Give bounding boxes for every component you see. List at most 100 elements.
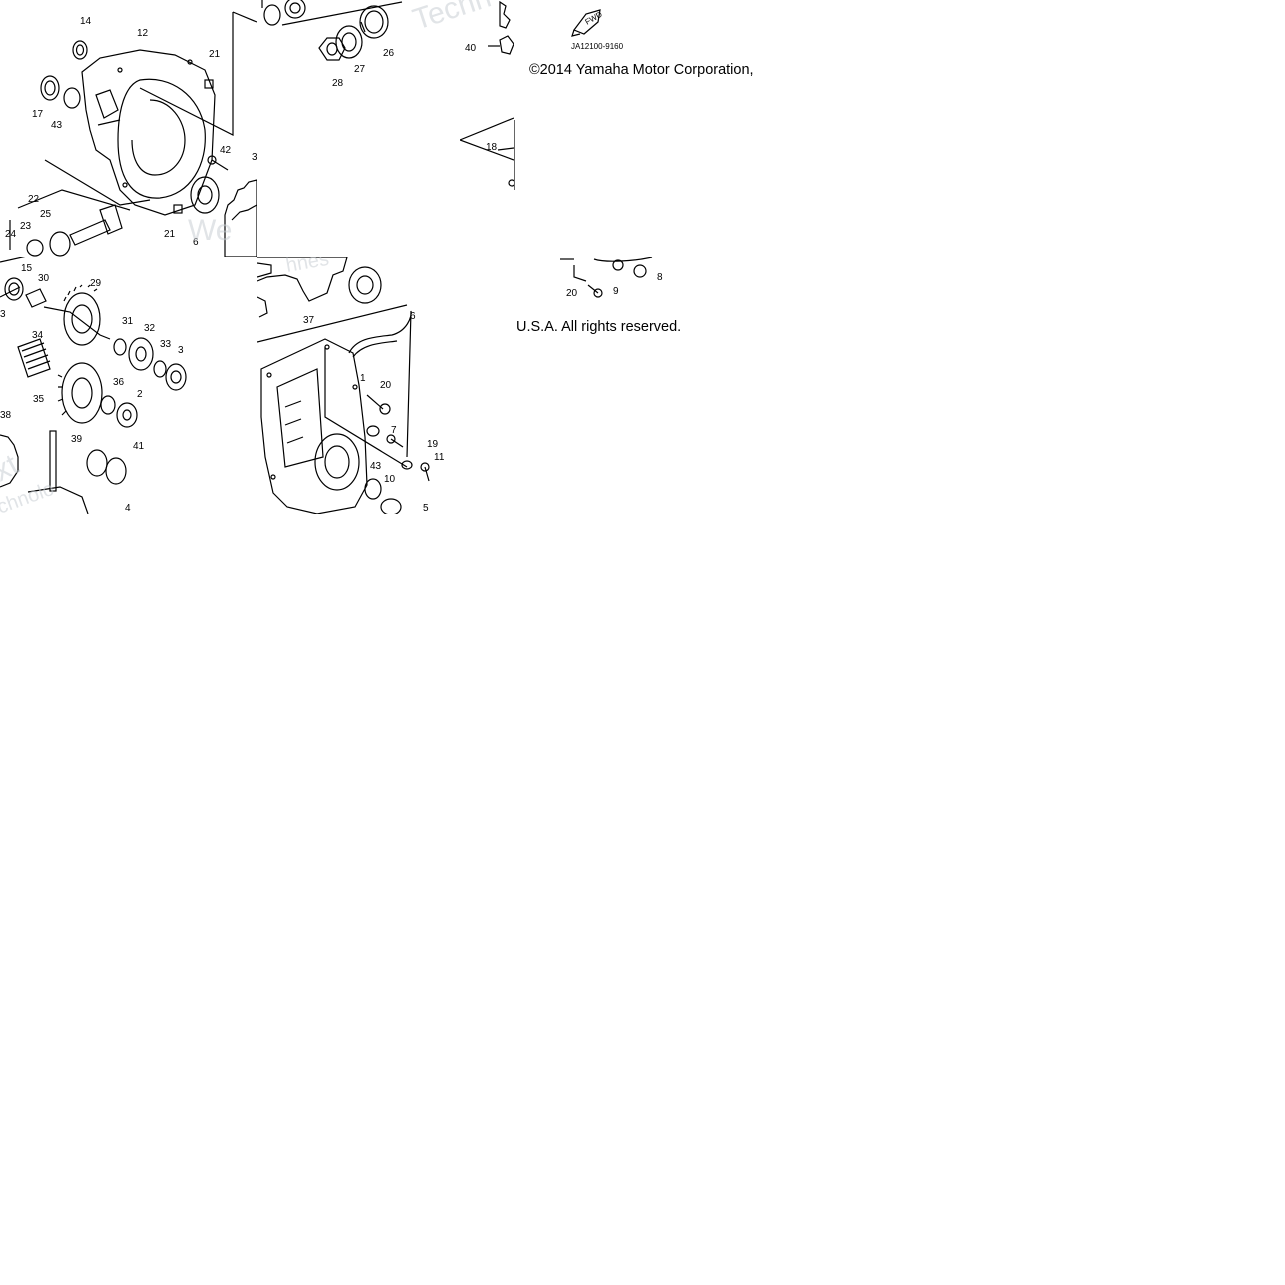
- part-gear: [61, 362, 103, 424]
- callout-6: 6: [193, 237, 199, 248]
- callout-24: 24: [5, 229, 17, 240]
- part-bolt: [424, 466, 430, 482]
- callout-41: 41: [133, 441, 145, 452]
- callout-15: 15: [21, 263, 33, 274]
- fwd-label: FWD: [584, 10, 604, 27]
- part-gear: [128, 337, 154, 371]
- diagram-code: JA12100-9160: [571, 42, 624, 51]
- part-seal: [72, 40, 88, 60]
- callout-43: 43: [370, 461, 382, 472]
- part-gear: [224, 179, 257, 257]
- part-seal: [4, 277, 24, 301]
- part-shaft: [69, 219, 111, 246]
- diagram-tile-gear-train: 15 30 29 3 34 31 32 33 3 35 36 2 38 39 4…: [0, 257, 257, 514]
- callout-4: 4: [125, 503, 131, 514]
- part-bevel-gear: [86, 449, 108, 477]
- callout-6: 6: [410, 311, 416, 322]
- part-bolt: [587, 284, 599, 294]
- part-nut: [318, 37, 346, 61]
- copyright-line-1: ©2014 Yamaha Motor Corporation,: [529, 62, 754, 78]
- diagram-tile-gear-case-left: 14 12 21 17 43 42 22 25 23 24 21 6 3 We: [0, 0, 257, 257]
- callout-26: 26: [383, 48, 395, 59]
- callout-1: 1: [360, 373, 366, 384]
- exploded-view-d: 15 30 29 3 34 31 32 33 3 35 36 2 38 39 4…: [0, 257, 187, 514]
- callout-19: 19: [427, 439, 439, 450]
- diagram-tile-crankcase-cover: 37 6 1 20 7 19 43 10 11 5 hnes: [257, 257, 514, 514]
- diagram-tile-bolts: 20 9 8 U.S.A. All rights reserved.: [514, 257, 771, 514]
- callout-17: 17: [32, 109, 44, 120]
- callout-8: 8: [657, 272, 663, 283]
- part-seal: [40, 75, 60, 101]
- callout-10: 10: [384, 474, 396, 485]
- part-crankcase-cover: [260, 338, 368, 514]
- part-case-cover: [81, 49, 216, 216]
- callout-18: 18: [486, 142, 498, 153]
- part-bearing: [116, 402, 138, 428]
- part-washer: [63, 87, 81, 109]
- callout-39: 39: [71, 434, 83, 445]
- part-bearing: [165, 363, 187, 391]
- part-plug: [633, 264, 647, 278]
- callout-11: 11: [434, 452, 445, 463]
- callout-34: 34: [32, 330, 44, 341]
- callout-30: 30: [38, 273, 50, 284]
- callout-3: 3: [252, 152, 257, 163]
- part-breather-hose: [348, 310, 412, 458]
- part-sleeve: [359, 5, 389, 39]
- part-bolt: [390, 438, 404, 448]
- exploded-view-bevel: 40 18: [460, 0, 514, 187]
- callout-32: 32: [144, 323, 156, 334]
- diagram-tile-header: FWD JA12100-9160 ©2014 Yamaha Motor Corp…: [514, 0, 771, 257]
- part-pin: [49, 430, 57, 492]
- diagram-tile-bearings: 26 27 28 Techn: [257, 0, 514, 257]
- callout-28: 28: [332, 78, 344, 89]
- callout-3: 3: [0, 309, 6, 320]
- part-washer: [612, 259, 624, 271]
- callout-27: 27: [354, 64, 366, 75]
- exploded-view-c-lower: 20 9 8: [560, 257, 663, 299]
- callout-3b: 3: [178, 345, 184, 356]
- callout-20: 20: [566, 288, 578, 299]
- exploded-view-a: 14 12 21 17 43 42 22 25 23 24 21 6 3 We: [5, 11, 257, 257]
- callout-20: 20: [380, 380, 392, 391]
- exploded-view-c: FWD JA12100-9160: [514, 9, 624, 190]
- diagram-tile-bevel-gear: 40 18: [460, 0, 514, 190]
- callout-33: 33: [160, 339, 172, 350]
- part-collar: [25, 288, 47, 308]
- copyright-line-2: U.S.A. All rights reserved.: [516, 319, 682, 335]
- callout-23: 23: [20, 221, 32, 232]
- callout-7: 7: [391, 425, 397, 436]
- callout-36: 36: [113, 377, 125, 388]
- watermark-text: xt: [0, 448, 24, 488]
- callout-31: 31: [122, 316, 134, 327]
- watermark-text: hnes: [284, 257, 331, 277]
- part-bearing: [348, 266, 382, 304]
- callout-12: 12: [137, 28, 149, 39]
- exploded-view-b: 26 27 28 Techn: [261, 0, 495, 89]
- callout-25: 25: [40, 209, 52, 220]
- part-bearing: [190, 176, 220, 214]
- callout-22: 22: [28, 194, 40, 205]
- callout-38: 38: [0, 410, 12, 421]
- callout-42: 42: [220, 145, 232, 156]
- callout-35: 35: [33, 394, 45, 405]
- callout-9: 9: [613, 286, 619, 297]
- part-gear: [0, 434, 19, 488]
- callout-21b: 21: [164, 229, 176, 240]
- part-seal: [380, 498, 402, 514]
- callout-14: 14: [80, 16, 92, 27]
- callout-43: 43: [51, 120, 63, 131]
- part-shaft: [43, 306, 111, 340]
- fwd-arrow-icon: [573, 9, 601, 35]
- callout-5: 5: [423, 503, 429, 514]
- callout-37: 37: [303, 315, 315, 326]
- part-spline-shaft: [17, 338, 51, 378]
- part-gear: [63, 292, 101, 346]
- exploded-view-e: 37 6 1 20 7 19 43 10 11 5 hnes: [257, 257, 445, 514]
- callout-2: 2: [137, 389, 143, 400]
- callout-29: 29: [90, 278, 102, 289]
- part-bearing: [335, 25, 363, 59]
- part-bevel-gear: [499, 0, 511, 29]
- callout-21: 21: [209, 49, 221, 60]
- watermark-text: We: [188, 214, 232, 247]
